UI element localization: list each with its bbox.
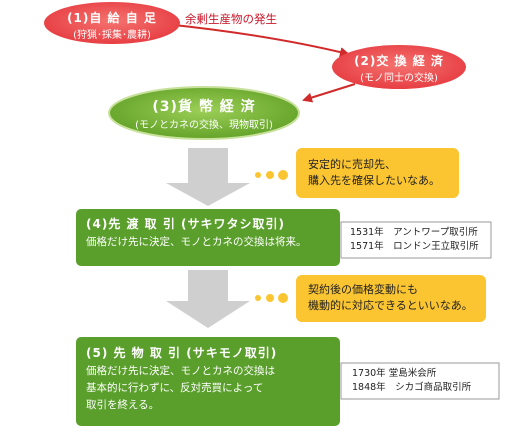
dot	[266, 171, 274, 179]
stage-3-subtitle: (モノとカネの交換、現物取引)	[135, 120, 273, 131]
arrow-s1-to-s2	[164, 23, 350, 57]
stage-3-title: (3)貨 幣 経 済	[152, 99, 256, 115]
stage-4-title: (4)先 渡 取 引 (サキワタシ取引)	[86, 217, 285, 231]
dot	[255, 295, 261, 301]
stage-4-line: 価格だけ先に決定、モノとカネの交換は将来。	[86, 236, 307, 248]
note-1: 1531年 アントワープ取引所 1571年 ロンドン王立取引所	[350, 226, 479, 254]
note-1-box	[340, 221, 492, 259]
dot	[278, 170, 288, 180]
stage-2-oval	[332, 45, 466, 89]
stage-1: (1)自 給 自 足 (狩猟･採集･農耕)	[44, 9, 180, 41]
gray-arrow-down-2	[166, 270, 250, 328]
bubble-1-line: 購入先を確保したいなあ。	[308, 174, 440, 187]
note-2-box	[340, 362, 500, 400]
stage-1-subtitle: (狩猟･採集･農耕)	[73, 30, 151, 41]
bubble-2: 契約後の価格変動にも 機動的に対応できるといいなあ。	[308, 282, 473, 314]
stage-1-oval	[44, 2, 180, 44]
stage-5-line: 基本的に行わずに、反対売買によって	[86, 382, 264, 394]
bubble-1-line: 安定的に売却先、	[308, 158, 396, 171]
bubble-2-line: 機動的に対応できるといいなあ。	[308, 299, 473, 312]
arrow-s2-to-s3	[302, 83, 356, 103]
stage-3: (3)貨 幣 経 済 (モノとカネの交換、現物取引)	[109, 96, 299, 131]
stage-5-line: 価格だけ先に決定、モノとカネの交換は	[86, 365, 275, 377]
note-1-line: 1531年 アントワープ取引所	[350, 227, 478, 238]
stage-5: (5) 先 物 取 引 (サキモノ取引) 価格だけ先に決定、モノとカネの交換は …	[86, 343, 277, 414]
note-1-line: 1571年 ロンドン王立取引所	[350, 241, 479, 252]
gray-arrow-down-1	[166, 148, 250, 206]
stage-4-box	[76, 209, 340, 266]
stage-2: (2)交 換 経 済 (モノ同士の交換)	[332, 52, 466, 84]
stage-2-subtitle: (モノ同士の交換)	[360, 73, 438, 84]
stage-5-line: 取引を終える。	[86, 399, 160, 411]
bubble-1: 安定的に売却先、 購入先を確保したいなあ。	[308, 157, 440, 189]
stage-5-box	[76, 337, 340, 426]
dot	[255, 172, 261, 178]
stage-5-title: (5) 先 物 取 引 (サキモノ取引)	[86, 346, 278, 360]
stage-1-title: (1)自 給 自 足	[67, 11, 157, 25]
dot	[278, 293, 288, 303]
stage-3-oval	[108, 86, 300, 140]
note-2-line: 1730年 堂島米会所	[352, 368, 437, 379]
stage-4: (4)先 渡 取 引 (サキワタシ取引) 価格だけ先に決定、モノとカネの交換は将…	[86, 214, 307, 251]
dot	[266, 294, 274, 302]
bubble-1-box	[296, 148, 459, 198]
surplus-label: 余剰生産物の発生	[185, 12, 277, 26]
note-2-line: 1848年 シカゴ商品取引所	[352, 382, 472, 393]
note-2: 1730年 堂島米会所 1848年 シカゴ商品取引所	[352, 367, 471, 395]
bubble-2-line: 契約後の価格変動にも	[308, 283, 418, 296]
stage-2-title: (2)交 換 経 済	[354, 54, 444, 68]
bubble-2-box	[296, 275, 486, 322]
